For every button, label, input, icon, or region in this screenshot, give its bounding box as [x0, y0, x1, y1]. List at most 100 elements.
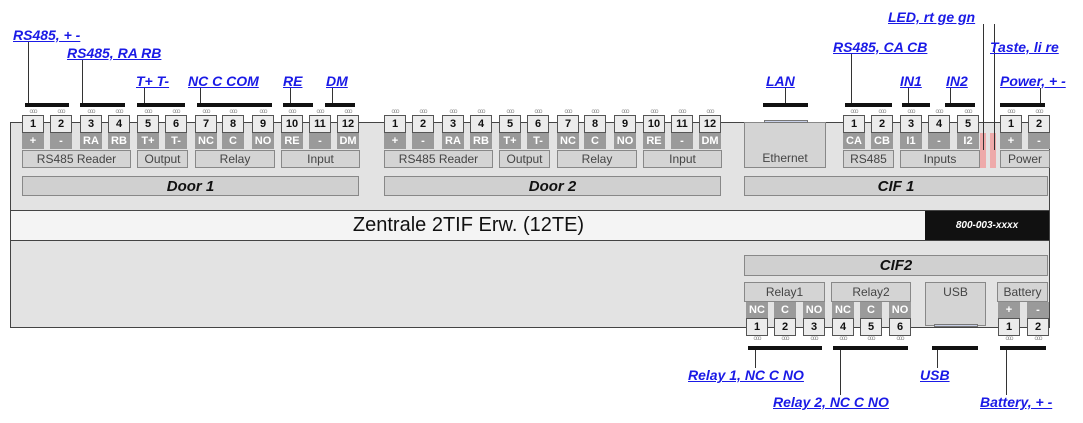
link-rs485-rarb[interactable]: RS485, RA RB [67, 45, 162, 61]
connector-bar [845, 103, 892, 107]
terminal-pins: ooo [678, 109, 686, 115]
terminal-1[interactable]: 1 [843, 115, 865, 133]
signal-label: - [50, 133, 72, 149]
terminal-1[interactable]: 1 [384, 115, 406, 133]
link-in1[interactable]: IN1 [900, 73, 922, 89]
signal-label: RE [281, 133, 303, 149]
signal-label: + [22, 133, 44, 149]
signal-label: RA [442, 133, 464, 149]
link-led[interactable]: LED, rt ge gn [888, 9, 976, 25]
signal-label: - [412, 133, 434, 149]
signal-label: NC [746, 302, 768, 318]
connector-bar [748, 346, 822, 350]
terminal-10[interactable]: 10 [281, 115, 303, 133]
terminal-pins: ooo [29, 109, 37, 115]
terminal-pins: ooo [419, 109, 427, 115]
terminal-3[interactable]: 3 [442, 115, 464, 133]
door1-bar: Door 1 [22, 176, 359, 196]
terminal-1[interactable]: 1 [22, 115, 44, 133]
link-lan[interactable]: LAN [766, 73, 795, 89]
cif2-group: Battery [997, 282, 1048, 302]
terminal-pins: ooo [907, 109, 915, 115]
link-rs485-pm[interactable]: RS485, + - [13, 27, 81, 43]
terminal-8[interactable]: 2 [1027, 318, 1049, 336]
link-taste[interactable]: Taste, li re [990, 39, 1059, 55]
door1-group: Relay [195, 150, 275, 168]
terminal-6[interactable]: 6 [165, 115, 187, 133]
leader-line [994, 24, 995, 150]
terminal-3[interactable]: 3 [900, 115, 922, 133]
terminal-1[interactable]: 1 [746, 318, 768, 336]
terminal-4[interactable]: 4 [928, 115, 950, 133]
terminal-4[interactable]: 4 [470, 115, 492, 133]
leader-line [144, 88, 145, 103]
terminal-2[interactable]: 2 [774, 318, 796, 336]
part-number: 800-003-xxxx [925, 211, 1049, 240]
terminal-11[interactable]: 11 [671, 115, 693, 133]
leader-line [851, 54, 852, 103]
terminal-12[interactable]: 12 [699, 115, 721, 133]
terminal-7[interactable]: 2 [1028, 115, 1050, 133]
terminal-pins: ooo [202, 109, 210, 115]
terminal-pins: ooo [935, 109, 943, 115]
signal-label: + [998, 302, 1020, 318]
signal-label: NO [803, 302, 825, 318]
link-dm[interactable]: DM [326, 73, 348, 89]
led-red-stripe [980, 133, 986, 168]
terminal-7[interactable]: 7 [195, 115, 217, 133]
link-usb[interactable]: USB [920, 367, 950, 383]
terminal-8[interactable]: 8 [222, 115, 244, 133]
terminal-pins: ooo [1005, 336, 1013, 342]
terminal-pins: ooo [850, 109, 858, 115]
terminal-6[interactable]: 6 [889, 318, 911, 336]
terminal-9[interactable]: 9 [252, 115, 274, 133]
terminal-5[interactable]: 5 [499, 115, 521, 133]
terminal-pins: ooo [534, 109, 542, 115]
connector-bar [197, 103, 272, 107]
terminal-12[interactable]: 12 [337, 115, 359, 133]
cif1-group: RS485 [843, 150, 894, 168]
terminal-10[interactable]: 10 [643, 115, 665, 133]
signal-label: RB [470, 133, 492, 149]
signal-label: NO [252, 133, 274, 149]
title-band: Zentrale 2TIF Erw. (12TE) 800-003-xxxx [11, 210, 1049, 241]
link-rs485-cacb[interactable]: RS485, CA CB [833, 39, 928, 55]
terminal-pins: ooo [57, 109, 65, 115]
signal-label: DM [337, 133, 359, 149]
terminal-7[interactable]: 1 [998, 318, 1020, 336]
terminal-5[interactable]: 5 [957, 115, 979, 133]
link-relay1[interactable]: Relay 1, NC C NO [688, 367, 804, 383]
terminal-8[interactable]: 8 [584, 115, 606, 133]
terminal-9[interactable]: 9 [614, 115, 636, 133]
link-in2[interactable]: IN2 [946, 73, 968, 89]
terminal-5[interactable]: 5 [860, 318, 882, 336]
link-power[interactable]: Power, + - [1000, 73, 1066, 89]
link-relay2[interactable]: Relay 2, NC C NO [773, 394, 889, 410]
link-tpm[interactable]: T+ T- [136, 73, 170, 89]
signal-label: NC [832, 302, 854, 318]
signal-label: - [1027, 302, 1049, 318]
terminal-pins: ooo [878, 109, 886, 115]
signal-label: + [1000, 133, 1022, 149]
terminal-6[interactable]: 6 [527, 115, 549, 133]
terminal-3[interactable]: 3 [803, 318, 825, 336]
terminal-11[interactable]: 11 [309, 115, 331, 133]
terminal-pins: ooo [896, 336, 904, 342]
terminal-2[interactable]: 2 [871, 115, 893, 133]
link-battery[interactable]: Battery, + - [980, 394, 1053, 410]
ethernet-socket [764, 120, 808, 123]
terminal-3[interactable]: 3 [80, 115, 102, 133]
terminal-4[interactable]: 4 [832, 318, 854, 336]
link-nccom[interactable]: NC C COM [188, 73, 259, 89]
terminal-pins: ooo [229, 109, 237, 115]
terminal-5[interactable]: 5 [137, 115, 159, 133]
terminal-4[interactable]: 4 [108, 115, 130, 133]
terminal-pins: ooo [288, 109, 296, 115]
leader-line [332, 88, 333, 103]
terminal-2[interactable]: 2 [50, 115, 72, 133]
terminal-7[interactable]: 7 [557, 115, 579, 133]
terminal-2[interactable]: 2 [412, 115, 434, 133]
link-re[interactable]: RE [283, 73, 303, 89]
terminal-6[interactable]: 1 [1000, 115, 1022, 133]
